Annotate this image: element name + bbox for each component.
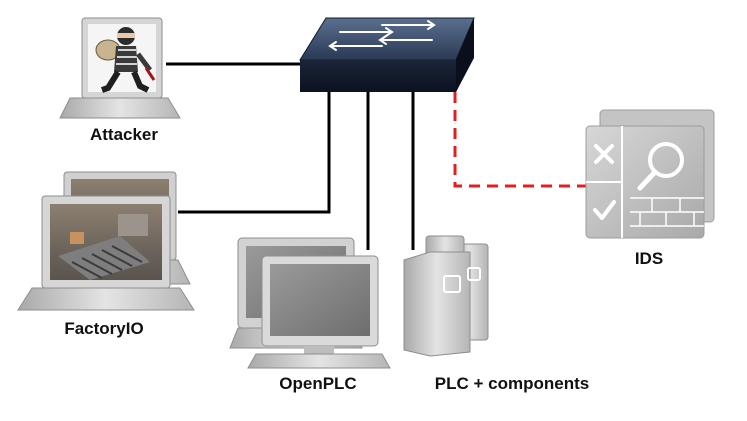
laptop-attacker-icon <box>59 17 181 119</box>
thief-figure <box>95 27 156 93</box>
conveyor-scene <box>58 214 150 280</box>
attacker-label: Attacker <box>90 125 158 144</box>
link-factoryio-switch <box>178 92 331 214</box>
plc-label: PLC + components <box>435 374 589 393</box>
links <box>166 62 586 250</box>
link-ids-switch <box>453 92 586 188</box>
search-icon <box>637 142 684 191</box>
check-icon <box>593 200 616 220</box>
workstation-stack-icon <box>229 237 391 369</box>
close-icon <box>594 144 614 164</box>
plc-rack-icon <box>403 235 489 357</box>
brick-wall <box>630 197 704 227</box>
network-switch-icon <box>299 17 475 92</box>
laptop-stack-icon <box>17 171 195 311</box>
factoryio-label: FactoryIO <box>64 319 143 338</box>
firewall-ids-icon <box>585 109 715 239</box>
openplc-label: OpenPLC <box>279 374 356 393</box>
ids-label: IDS <box>635 249 663 268</box>
